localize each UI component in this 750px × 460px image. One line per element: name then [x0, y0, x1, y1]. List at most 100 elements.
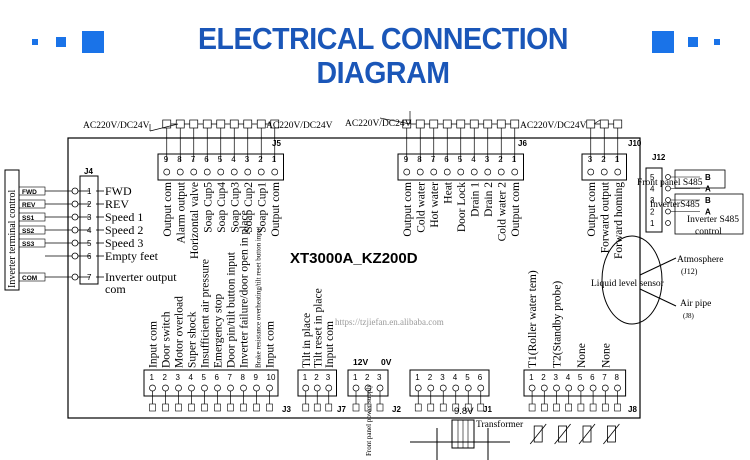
- j7-terminal: [302, 384, 310, 392]
- title-banner: ELECTRICAL CONNECTION DIAGRAM: [0, 14, 750, 90]
- j8-pin-2: 2: [541, 373, 546, 382]
- j10-fuse: [586, 119, 596, 129]
- j3-label-9: Brake resistance overheating/tilt reset …: [255, 227, 263, 368]
- title-decor-left-mid: [56, 37, 66, 47]
- j4-code-3: SS1: [22, 215, 35, 222]
- j12-name: J12: [652, 153, 666, 162]
- j4-pin-3: 3: [87, 213, 92, 222]
- j3-fuse: [214, 403, 221, 412]
- j8-terminal: [540, 384, 548, 392]
- j3-label-10: Input com: [265, 321, 277, 368]
- j2-name: J2: [392, 405, 401, 414]
- j5-pin-5: 5: [218, 155, 223, 164]
- j7-label-1: Tilt in place: [301, 313, 313, 368]
- liquid-level-sensor-label: Liquid level sensor: [591, 279, 665, 289]
- j4-label-4: Speed 2: [105, 223, 143, 237]
- j6-label-8: Cold water: [415, 182, 427, 233]
- title-decor-left-big: [82, 31, 104, 53]
- j6-terminal: [457, 168, 465, 176]
- j4-code-2: REV: [22, 202, 36, 209]
- j3-fuse: [240, 403, 247, 412]
- j3-terminal: [175, 384, 182, 392]
- liquid-level-sensor-shape: [601, 235, 663, 325]
- j7-terminal: [325, 384, 333, 392]
- j8-terminal: [614, 384, 621, 392]
- j8-fuse: [589, 403, 597, 412]
- j8-name: J8: [628, 405, 637, 414]
- j5-terminal: [271, 168, 279, 176]
- j6-fuse: [496, 119, 506, 129]
- j5-fuse: [189, 119, 199, 129]
- j8-thermistor-slash: [554, 423, 571, 445]
- j3-terminal: [227, 384, 234, 392]
- j5-terminal: [176, 168, 184, 176]
- j4-pin-7: 7: [87, 273, 92, 282]
- j4-terminal: [71, 213, 79, 221]
- j3-terminal: [253, 384, 260, 392]
- j4-name: J4: [84, 167, 93, 176]
- j3-terminal: [188, 384, 195, 392]
- j4-terminal: [71, 187, 79, 195]
- j12-terminal: [665, 174, 671, 180]
- j3-fuse: [162, 403, 169, 412]
- j1-terminal: [427, 384, 435, 392]
- j8-pin-8: 8: [615, 373, 620, 382]
- j4-pin-4: 4: [87, 226, 92, 235]
- j6-terminal: [511, 168, 519, 176]
- j5-fuse: [229, 119, 239, 129]
- j5-terminal: [217, 168, 225, 176]
- j5-pin-1: 1: [272, 155, 277, 164]
- j8-terminal: [589, 384, 597, 392]
- j7-label-3: Input com: [324, 321, 336, 368]
- j1-box: [409, 369, 490, 397]
- j6-terminal: [430, 168, 438, 176]
- j3-label-8: Inverter failure/door open in place: [239, 210, 251, 368]
- j8-pin-6: 6: [590, 373, 595, 382]
- j2-front-panel-power-label: Front panel power supply: [365, 384, 373, 456]
- j3-label-3: Motor overload: [174, 296, 186, 368]
- j1-pin-5: 5: [465, 373, 470, 382]
- j4-terminal: [71, 239, 79, 247]
- transformer-symbol: [410, 419, 510, 460]
- title-decor-right-small: [714, 39, 720, 45]
- j5-label-3: Soap Cup2: [243, 182, 255, 233]
- j4-terminal: [71, 252, 79, 260]
- j5-label-4: Soap Cup3: [229, 182, 241, 233]
- j8-terminal: [577, 384, 585, 392]
- j8-fuse: [553, 403, 560, 412]
- j10-pin-3: 3: [588, 155, 593, 164]
- page-title: ELECTRICAL CONNECTION DIAGRAM: [197, 21, 569, 90]
- j8-thermistor-slash: [603, 423, 620, 445]
- j8-label-3: T2(Standby probe): [552, 281, 564, 368]
- j12-letter-2: B: [705, 196, 711, 205]
- j10-name: J10: [628, 139, 642, 148]
- j1-pin-1: 1: [415, 373, 420, 382]
- power-label-j5-left: AC220V/DC24V: [83, 121, 150, 131]
- j3-pin-8: 8: [241, 373, 246, 382]
- j8-label-7: None: [600, 343, 612, 368]
- j1-fuse: [452, 403, 460, 412]
- j1-pin-6: 6: [478, 373, 483, 382]
- j6-fuse: [415, 119, 425, 129]
- j3-label-1: Input com: [148, 321, 160, 368]
- j6-pin-9: 9: [404, 155, 409, 164]
- j6-pin-8: 8: [417, 155, 422, 164]
- j1-fuse: [427, 403, 435, 412]
- j8-box: [523, 369, 627, 397]
- j6-label-9: Output com: [402, 182, 414, 237]
- front-panel-s485-label: Front panel S485: [637, 178, 703, 188]
- air-pipe-lead: [639, 288, 677, 307]
- power-lead: [149, 123, 179, 132]
- j5-terminal: [257, 168, 265, 176]
- j6-terminal: [403, 168, 411, 176]
- j8-terminal: [601, 384, 609, 392]
- title-decor-right-mid: [688, 37, 698, 47]
- j6-pin-2: 2: [498, 155, 503, 164]
- j3-pin-2: 2: [163, 373, 168, 382]
- j4-pin-2: 2: [87, 200, 92, 209]
- j5-terminal: [203, 168, 211, 176]
- j8-fuse: [540, 403, 548, 412]
- j2-fuse: [376, 403, 384, 412]
